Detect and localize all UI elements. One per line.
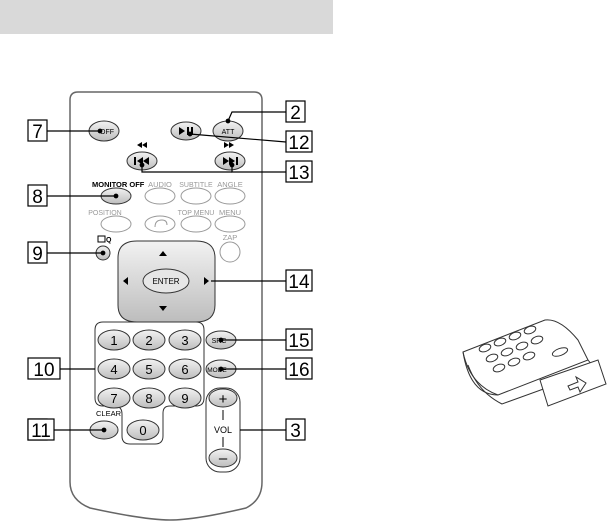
callout-13: 13: [286, 161, 312, 184]
clear-label: CLEAR: [96, 409, 122, 418]
svg-text:11: 11: [31, 421, 51, 442]
svg-text:7: 7: [32, 122, 43, 143]
rewind-icon: [137, 142, 147, 148]
num-1-button[interactable]: 1: [98, 330, 130, 350]
play-pause-button[interactable]: [171, 122, 201, 140]
volume-down-button[interactable]: –: [209, 449, 237, 467]
svg-text:8: 8: [145, 391, 152, 406]
svg-text:ATT: ATT: [222, 129, 235, 136]
callout-14: 14: [286, 270, 312, 293]
zap-label: ZAP: [223, 233, 238, 242]
svg-text:0: 0: [139, 423, 146, 438]
return-button[interactable]: [145, 216, 175, 232]
svg-text:8: 8: [32, 187, 43, 208]
callout-11: 11: [28, 419, 54, 442]
svg-text:+: +: [219, 391, 228, 408]
callout-10: 10: [28, 358, 60, 381]
num-6-button[interactable]: 6: [169, 359, 201, 379]
callout-15: 15: [286, 329, 312, 352]
callout-7: 7: [28, 120, 47, 143]
position-button[interactable]: [101, 216, 131, 232]
eq-icon: Q: [98, 236, 112, 244]
vol-label: VOL: [214, 425, 232, 435]
subtitle-button[interactable]: [181, 188, 211, 204]
callout-2: 2: [286, 101, 305, 124]
fast-forward-icon: [224, 142, 234, 148]
svg-text:9: 9: [181, 391, 188, 406]
svg-text:12: 12: [288, 133, 309, 154]
battery-insertion-illustration: [463, 320, 606, 406]
audio-button[interactable]: [145, 188, 175, 204]
svg-text:6: 6: [181, 362, 188, 377]
menu-button[interactable]: [215, 216, 245, 232]
volume-up-button[interactable]: +: [209, 389, 237, 408]
zap-button[interactable]: [220, 242, 240, 262]
next-track-button[interactable]: [215, 152, 245, 170]
svg-text:2: 2: [290, 103, 301, 124]
enter-button[interactable]: ENTER: [143, 269, 189, 293]
callout-12: 12: [286, 131, 312, 154]
svg-text:2: 2: [145, 333, 152, 348]
svg-text:9: 9: [32, 244, 43, 265]
svg-text:Q: Q: [106, 237, 112, 244]
top-menu-button[interactable]: [181, 216, 211, 232]
num-5-button[interactable]: 5: [133, 359, 165, 379]
svg-text:5: 5: [145, 362, 152, 377]
svg-text:3: 3: [290, 421, 301, 442]
svg-text:15: 15: [288, 331, 309, 352]
svg-text:ENTER: ENTER: [152, 277, 179, 286]
svg-text:MODE: MODE: [207, 367, 227, 374]
svg-text:4: 4: [110, 362, 117, 377]
callout-8: 8: [28, 185, 47, 208]
svg-text:10: 10: [33, 360, 54, 381]
svg-text:7: 7: [110, 391, 117, 406]
svg-text:–: –: [219, 450, 228, 467]
callout-16: 16: [286, 358, 312, 381]
num-7-button[interactable]: 7: [98, 388, 130, 408]
num-8-button[interactable]: 8: [133, 388, 165, 408]
svg-text:3: 3: [181, 333, 188, 348]
svg-text:13: 13: [288, 163, 309, 184]
num-4-button[interactable]: 4: [98, 359, 130, 379]
callout-3: 3: [286, 419, 305, 442]
num-3-button[interactable]: 3: [169, 330, 201, 350]
num-2-button[interactable]: 2: [133, 330, 165, 350]
svg-text:1: 1: [110, 333, 117, 348]
svg-text:14: 14: [288, 272, 310, 293]
callout-9: 9: [28, 242, 47, 265]
num-0-button[interactable]: 0: [127, 420, 159, 440]
angle-button[interactable]: [215, 188, 245, 204]
num-9-button[interactable]: 9: [169, 388, 201, 408]
svg-text:16: 16: [288, 360, 309, 381]
